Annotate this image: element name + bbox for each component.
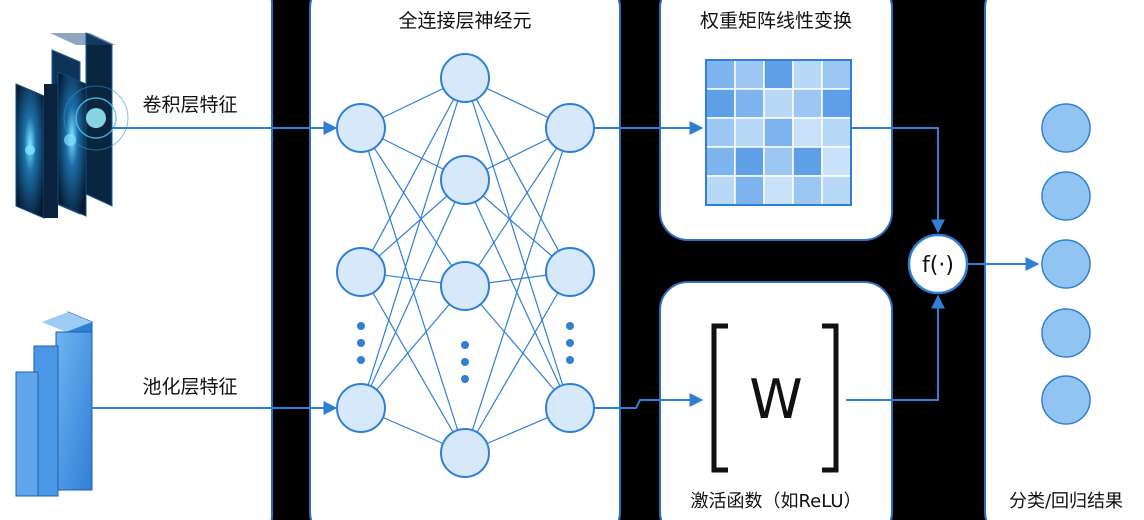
matrix-cell [821,88,852,119]
output-node [1041,375,1091,425]
matrix-cell [792,117,823,148]
matrix-cell [734,146,765,177]
matrix-cell [734,175,765,206]
output-node [1041,239,1091,289]
matrix-cell [734,117,765,148]
matrix-cell [792,175,823,206]
matrix-cell [734,59,765,90]
matrix-cell [763,88,794,119]
weight-brackets [711,323,839,473]
fc-to-activation-arrow [594,393,704,409]
stacked-blue-panels-icon [15,311,93,497]
matrix-cell [821,175,852,206]
function-node-label: f(·) [922,253,954,278]
matrix-cell [792,59,823,90]
fc-hidden-node [440,155,490,205]
weight-matrix-title: 权重矩阵线性变换 [700,10,852,32]
output-node [1041,308,1091,358]
output-nodes [1041,103,1091,425]
weight-symbol: W [749,368,802,431]
activation-function-label: 激活函数（如ReLU） [690,491,861,512]
matrix-cell [705,59,736,90]
output-node [1041,171,1091,221]
matrix-cell [734,88,765,119]
matrix-frame [705,59,852,206]
matrix-cell [792,146,823,177]
fc-input-node [336,103,386,153]
matrix-cell [705,117,736,148]
fc-output-node [545,103,595,153]
weight-matrix-grid [705,59,852,206]
fc-hidden-node [440,261,490,311]
fc-panel [309,0,621,520]
output-results-label: 分类/回归结果 [1009,491,1123,512]
matrix-cell [821,117,852,148]
output-node [1041,103,1091,153]
matrix-cell [763,59,794,90]
fc-connections [360,77,572,454]
matrix-cell [763,146,794,177]
ellipsis-dots [357,322,574,383]
matrix-cell [705,175,736,206]
conv-features-label: 卷积层特征 [142,94,237,116]
matrix-cell [705,146,736,177]
matrix-cell [821,146,852,177]
stacked-feature-map-icon [15,32,129,219]
matrix-cell [763,175,794,206]
matrix-cell [705,88,736,119]
pool-features-label: 池化层特征 [142,376,237,398]
matrix-to-function-arrow [852,127,945,234]
fc-hidden-node [440,428,490,478]
fc-input-node [336,247,386,297]
fc-output-node [545,247,595,297]
fc-neurons-title: 全连接层神经元 [398,10,531,32]
matrix-cell [763,117,794,148]
activation-to-function-arrow [846,294,945,401]
fc-output-node [545,383,595,433]
matrix-cell [821,59,852,90]
fc-input-node [336,383,386,433]
matrix-cell [792,88,823,119]
fc-hidden-node [440,53,490,103]
